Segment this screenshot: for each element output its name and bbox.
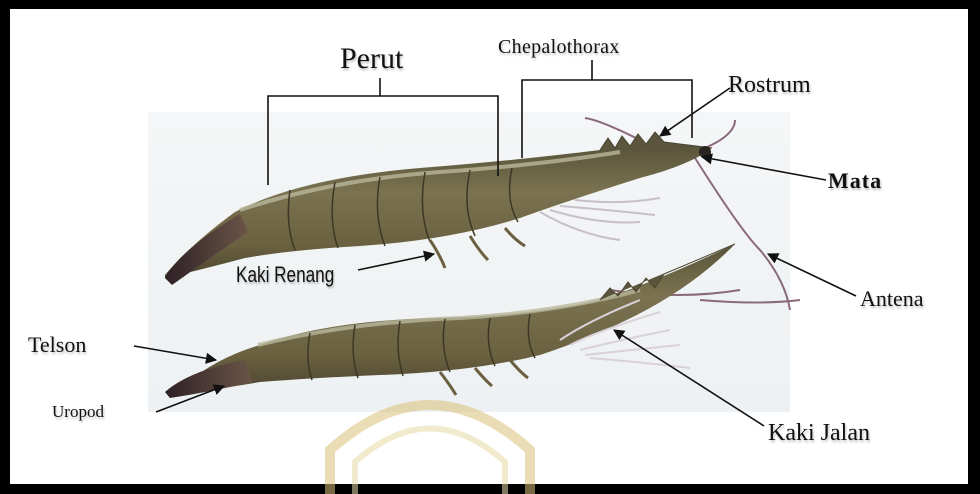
label-kaki-renang: Kaki Renang — [236, 262, 334, 288]
label-mata: Mata — [828, 168, 882, 194]
watermark-seal — [330, 405, 530, 494]
antena-pointer — [768, 254, 856, 296]
mata-pointer — [702, 157, 826, 180]
rostrum-pointer — [660, 88, 730, 136]
kaki-jalan-pointer — [614, 330, 764, 426]
label-uropod: Uropod — [52, 402, 104, 422]
label-kaki-jalan: Kaki Jalan — [768, 420, 870, 447]
label-cephalothorax: Chepalothorax — [498, 36, 620, 59]
label-antena: Antena — [860, 286, 924, 312]
label-rostrum: Rostrum — [728, 72, 811, 99]
label-telson: Telson — [28, 332, 86, 358]
telson-pointer — [134, 346, 216, 360]
kaki-renang-pointer — [358, 254, 434, 270]
label-perut: Perut — [340, 42, 403, 76]
